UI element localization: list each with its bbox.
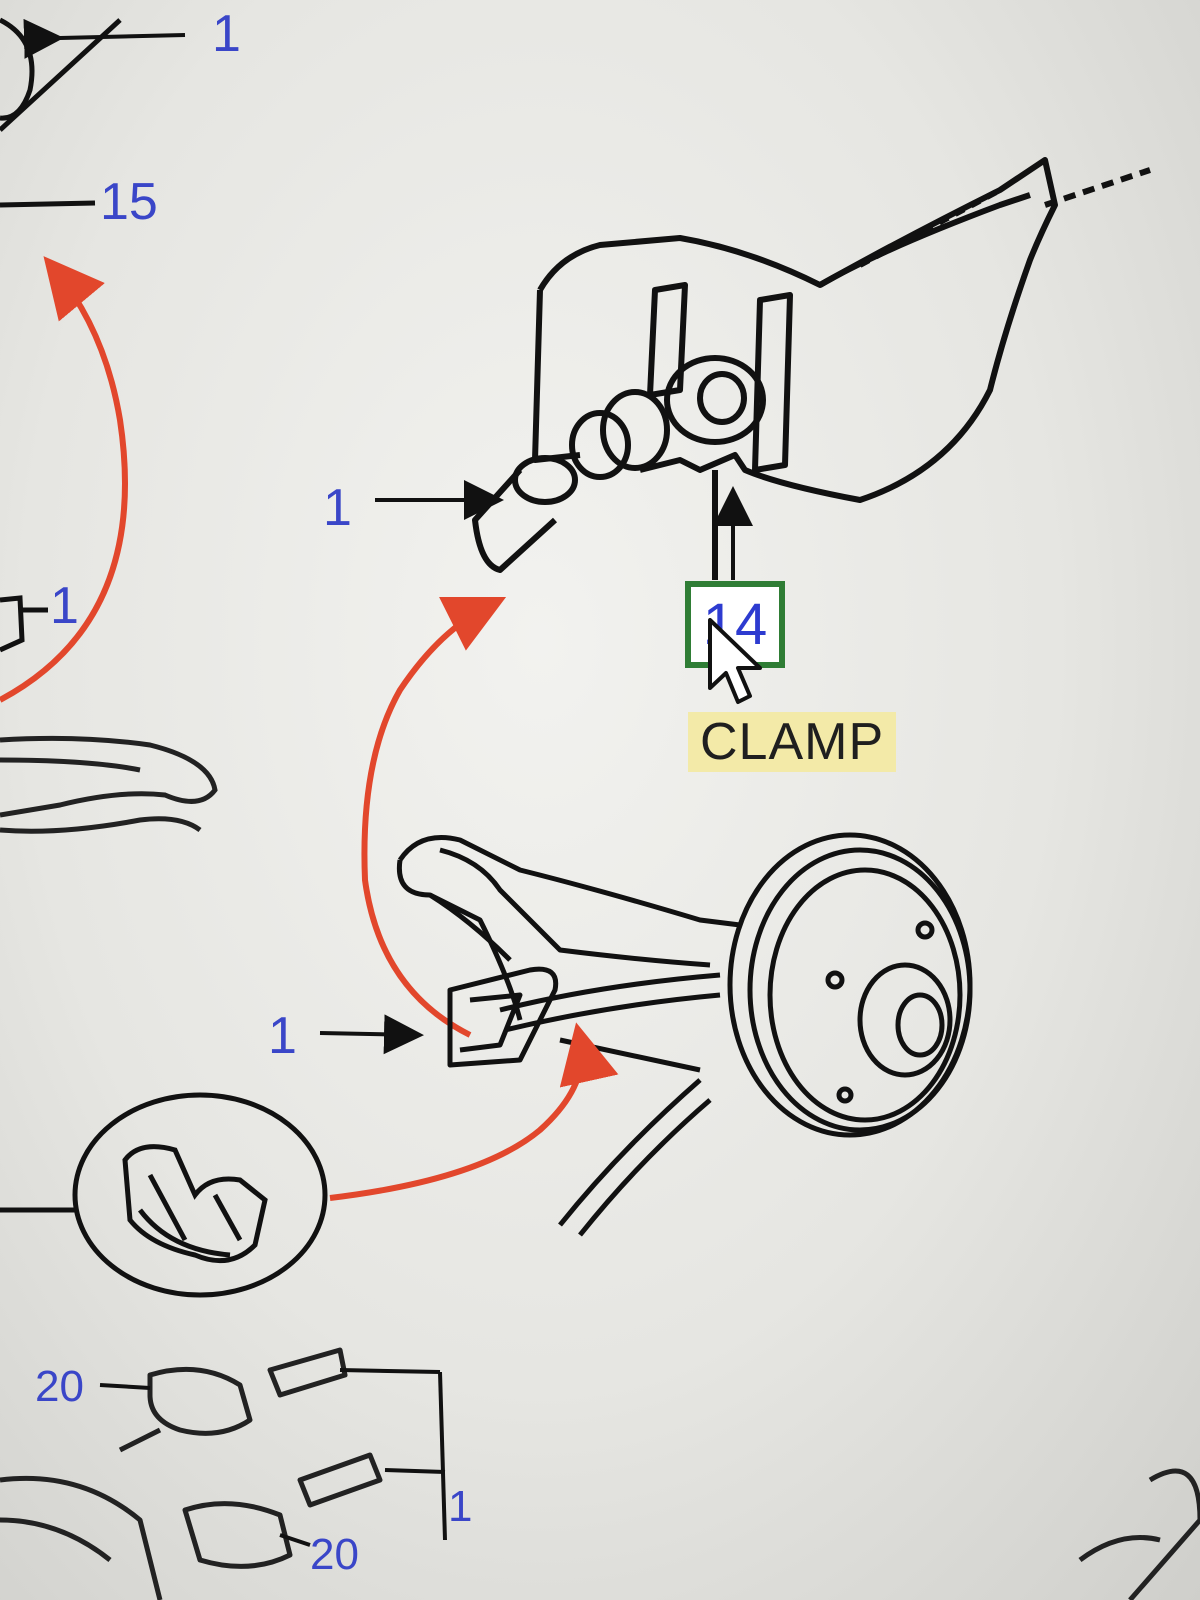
red-arrow-left	[0, 256, 128, 703]
red-arrow-lower	[329, 1022, 619, 1201]
callout-1-left[interactable]: 1	[50, 577, 79, 635]
callout-20-b[interactable]: 20	[310, 1530, 359, 1579]
callout-1-upper[interactable]: 1	[323, 479, 352, 537]
engine-mount-assembly	[472, 157, 1151, 580]
callout-20-a[interactable]: 20	[35, 1362, 84, 1411]
part-name-tooltip: CLAMP	[688, 712, 897, 772]
left-frame-member	[0, 735, 218, 834]
callout-1-bottom[interactable]: 1	[448, 1482, 473, 1531]
left-clamp-fragment	[0, 595, 48, 653]
leader-line-15	[0, 200, 96, 208]
bottom-hardware-parts	[0, 1347, 1200, 1600]
clamp-detail-circle	[0, 1092, 328, 1298]
callout-1-top-left[interactable]: 1	[212, 5, 241, 63]
callout-1-lower[interactable]: 1	[268, 1007, 297, 1065]
bottom-leader-lines	[99, 1368, 447, 1547]
mouse-cursor-icon	[708, 618, 762, 704]
control-arm-and-brake-drum	[396, 832, 973, 1237]
callout-15[interactable]: 15	[100, 173, 158, 231]
leader-line-lower-1	[319, 1014, 424, 1055]
red-arrow-middle	[361, 596, 507, 1038]
leader-line-top-left	[23, 18, 186, 59]
